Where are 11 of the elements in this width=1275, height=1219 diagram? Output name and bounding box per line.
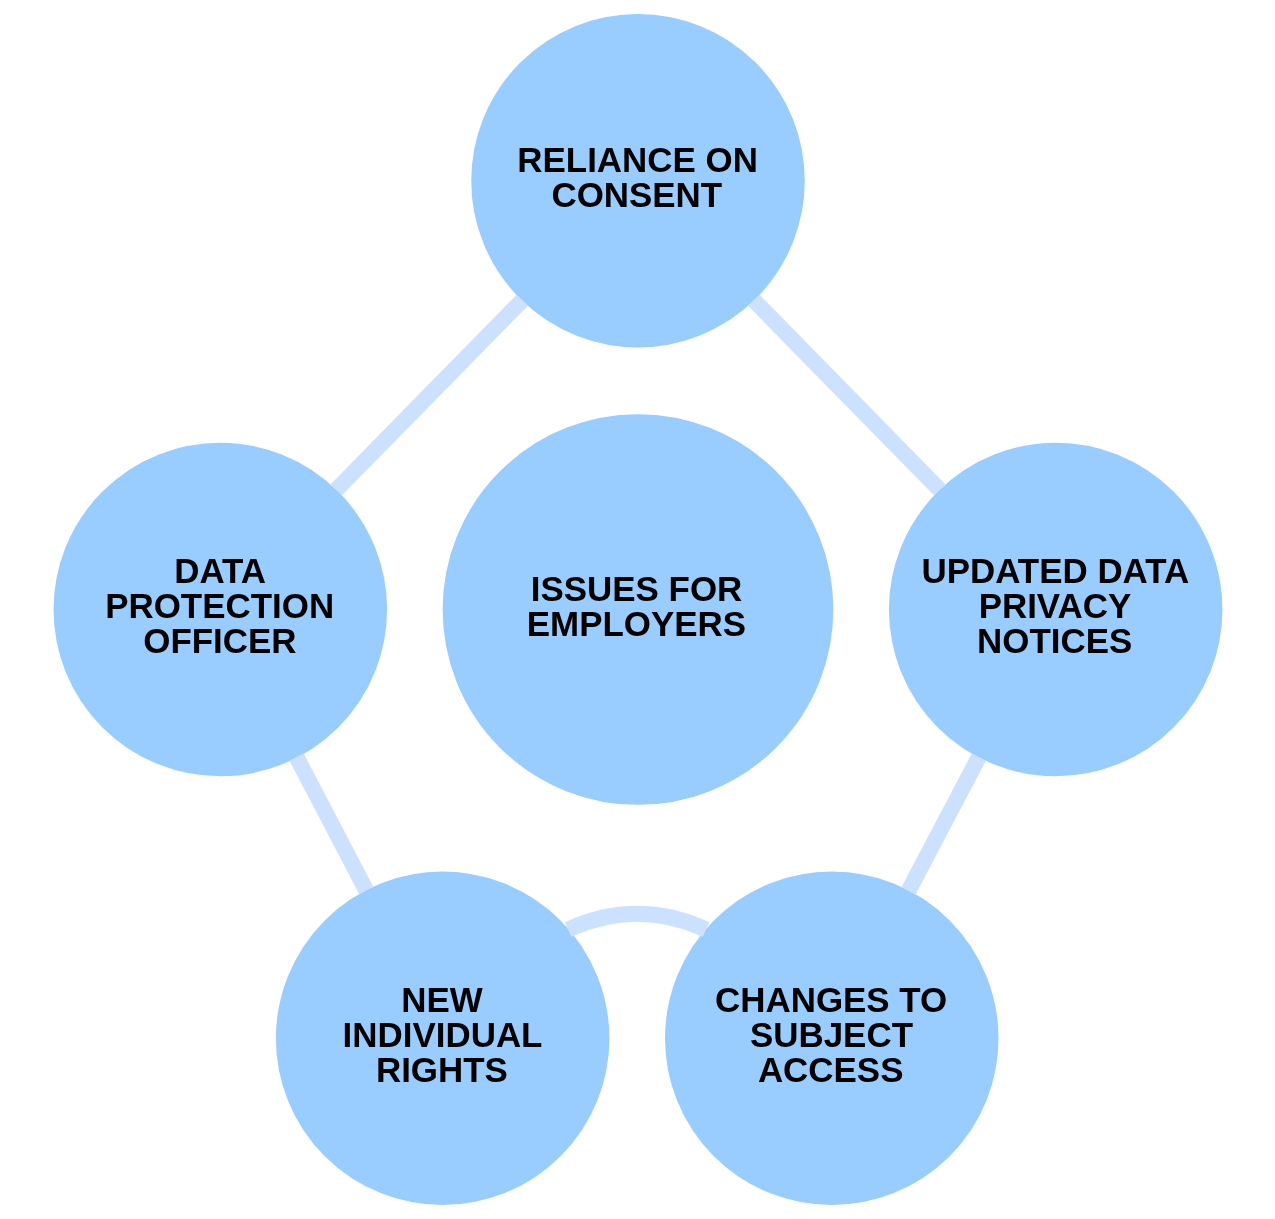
node-circle: NEW INDIVIDUAL RIGHTS [275,871,609,1206]
node-circle: DATA PROTECTION OFFICER [53,442,387,777]
connector [900,753,986,895]
node-circle: ISSUES FOR EMPLOYERS [442,414,833,805]
node-circle: CHANGES TO SUBJECT ACCESS [664,871,998,1206]
connector [564,905,709,937]
connector [330,294,528,496]
node-circle: RELIANCE ON CONSENT [470,13,805,348]
connector [747,294,945,496]
node-circle: UPDATED DATA PRIVACY NOTICES [888,442,1222,777]
connector [288,753,373,894]
